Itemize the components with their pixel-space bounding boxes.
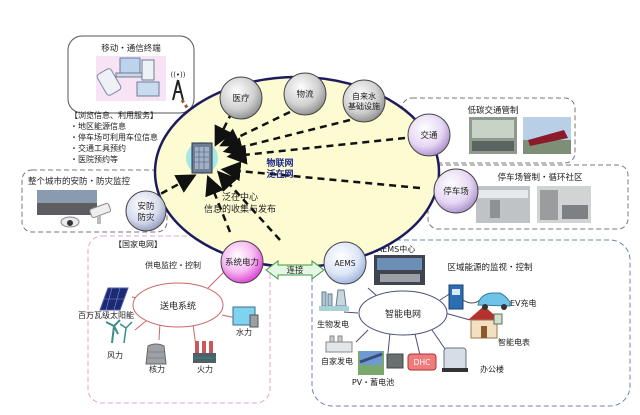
security-panel-title: 整个城市的安防・防灾监控 <box>28 176 131 187</box>
node-aems-label: AEMS <box>334 259 355 268</box>
dhc-badge: DHC <box>407 353 437 371</box>
services-list: 【浏览信息、利用服务】 ・地区能源信息 ・停车场可利用车位信息 ・交通工具预约 … <box>70 110 158 164</box>
node-security-label: 安防 <box>137 201 155 212</box>
smart-grid-subtitle: 区域能源的监视・控制 <box>447 262 532 273</box>
aems-center-title: AEMS中心 <box>377 244 416 254</box>
smart-meter-house-icon <box>468 306 503 339</box>
node-parking[interactable]: 停车场 <box>433 168 479 214</box>
mobile-terminal-panel: 移动・通信终端 ((•)) <box>67 35 195 114</box>
node-water-infrastructure[interactable]: 自来水 基础设施 <box>342 79 386 123</box>
traffic-control-room-photo <box>469 117 517 154</box>
node-medical-label: 医疗 <box>232 93 250 104</box>
smart-item-label: EV充电 <box>510 298 537 308</box>
node-traffic[interactable]: 交通 <box>407 113 451 157</box>
node-logistics-label: 物流 <box>296 89 314 100</box>
laptop-icon <box>115 57 145 78</box>
aems-center-photo <box>374 255 425 285</box>
ev-charger-icon <box>448 284 481 310</box>
transmission-system-label: 送电系统 <box>160 300 196 312</box>
service-item: ・地区能源信息 <box>70 121 126 131</box>
hydro-dam-icon <box>232 306 259 328</box>
train-photo <box>523 117 571 154</box>
parking-panel-title: 停车场管制・循环社区 <box>497 172 583 183</box>
info-collection-label: 信息的收集与发布 <box>204 203 276 215</box>
pv-battery-icon <box>358 351 404 375</box>
ev-car-icon <box>477 292 511 310</box>
smart-item-label: 办公楼 <box>480 364 504 374</box>
national-grid-heading: 【国家电网】 <box>114 239 162 249</box>
ubiquitous-center-building-icon <box>186 142 218 174</box>
source-label-hydro: 水力 <box>236 327 252 337</box>
source-label-wind: 风力 <box>107 350 123 360</box>
dome-camera-icon <box>60 216 80 228</box>
svg-text:((•)): ((•)) <box>170 71 185 79</box>
smart-grid-panel: AEMS中心 区域能源的监视・控制 智能电网 生物发电 <box>311 239 631 407</box>
node-traffic-label: 交通 <box>420 130 438 141</box>
biomass-plant-icon <box>319 289 349 311</box>
national-grid-panel: 【国家电网】 供电监控・控制 送电系统 百万瓦级太阳能 风力 核力 <box>78 235 271 404</box>
office-building-icon <box>442 347 468 372</box>
security-camera-icon <box>89 202 112 224</box>
traffic-panel-title: 低碳交通管制 <box>467 105 518 116</box>
parking-garage-photo <box>476 186 530 223</box>
node-security[interactable]: 安防 防灾 <box>125 190 167 232</box>
national-grid-subtitle: 供电监控・控制 <box>145 260 201 270</box>
mobile-terminal-title: 移动・通信终端 <box>101 43 161 54</box>
node-water-label: 自来水 <box>352 91 376 101</box>
smart-grid-hub <box>358 290 448 336</box>
thermal-plant-icon <box>193 341 216 363</box>
phone-icon <box>96 68 122 96</box>
service-item: ・停车场可利用车位信息 <box>70 132 158 142</box>
node-disaster-label: 防灾 <box>137 212 155 223</box>
iot-label: 物联网 <box>266 157 293 169</box>
parking-panel: 停车场管制・循环社区 <box>427 164 629 230</box>
services-heading: 【浏览信息、利用服务】 <box>70 110 158 120</box>
recycling-community-photo <box>537 186 591 223</box>
nuclear-plant-icon <box>145 343 167 365</box>
node-system-power-label: 系统电力 <box>225 257 259 268</box>
node-medical[interactable]: 医疗 <box>219 76 263 120</box>
transmission-system-hub <box>132 282 224 328</box>
source-label-solar: 百万瓦级太阳能 <box>78 310 134 320</box>
source-label-thermal: 火力 <box>197 364 213 374</box>
node-system-power[interactable]: 系统电力 <box>220 240 264 284</box>
connection-double-arrow: 连接 <box>265 260 325 280</box>
data-flow-arrows <box>139 110 421 241</box>
ubiquitous-net-label: 泛在网 <box>266 168 293 180</box>
antenna-tower-icon: ((•)) <box>170 71 186 101</box>
dhc-label: DHC <box>414 358 431 367</box>
smart-item-label: 自家发电 <box>321 356 353 366</box>
smart-item-label: 智能电表 <box>498 337 530 347</box>
private-generator-icon <box>325 335 353 353</box>
service-item: ・医院预约等 <box>70 154 118 164</box>
traffic-panel: 低碳交通管制 <box>401 97 576 164</box>
wind-turbine-icon <box>105 319 133 344</box>
node-parking-label: 停车场 <box>443 186 469 197</box>
service-item: ・交通工具预约 <box>70 143 126 153</box>
smart-grid-hub-label: 智能电网 <box>385 308 421 320</box>
smart-item-label: 生物发电 <box>317 319 349 329</box>
ubiquitous-center-label: 泛在中心 <box>222 191 258 203</box>
solar-panel-icon <box>99 287 129 311</box>
node-infrastructure-label: 基础设施 <box>348 101 380 111</box>
node-aems[interactable]: AEMS <box>323 241 367 285</box>
source-label-nuclear: 核力 <box>149 364 165 374</box>
connection-label: 连接 <box>286 265 304 276</box>
smart-item-label: PV・蓄电池 <box>352 377 394 387</box>
node-logistics[interactable]: 物流 <box>283 72 327 116</box>
city-panorama-photo <box>37 190 97 215</box>
pc-icon <box>136 59 160 97</box>
